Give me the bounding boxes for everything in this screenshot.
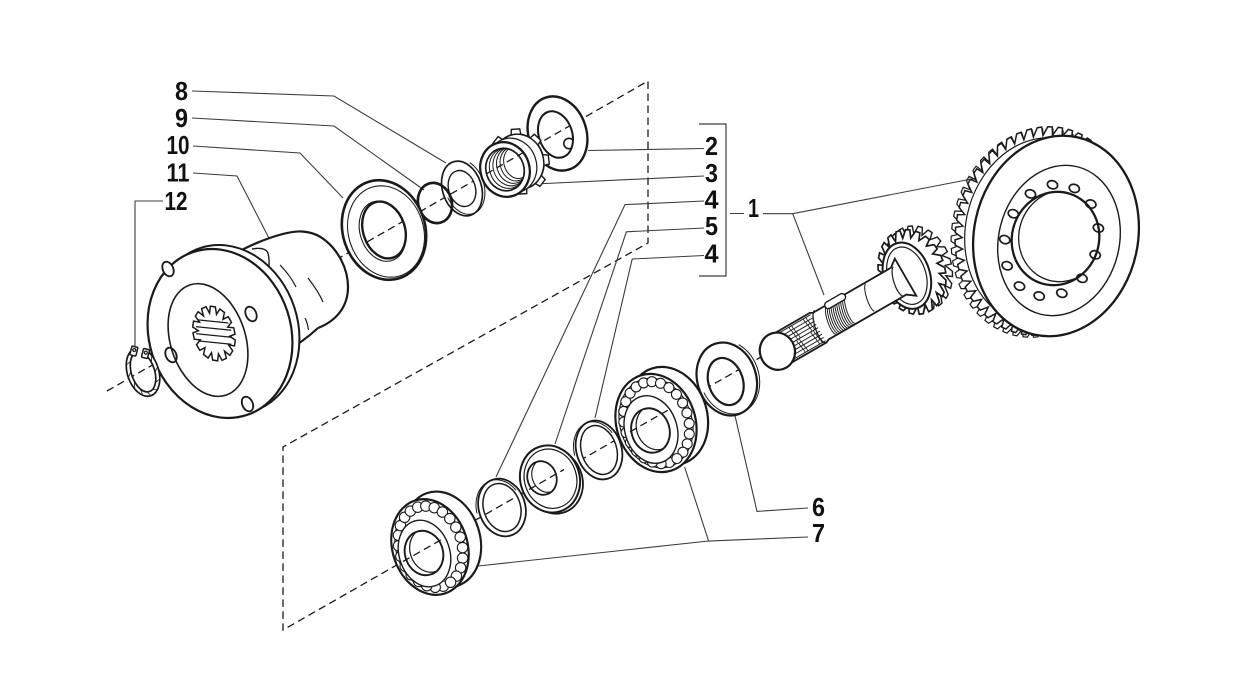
- svg-text:2: 2: [705, 131, 718, 161]
- svg-text:8: 8: [175, 76, 188, 106]
- svg-text:9: 9: [175, 103, 188, 133]
- svg-text:4: 4: [705, 239, 720, 269]
- svg-text:4: 4: [705, 185, 720, 215]
- svg-text:10: 10: [167, 130, 190, 160]
- svg-text:12: 12: [165, 186, 188, 216]
- svg-text:1: 1: [748, 193, 759, 223]
- svg-text:5: 5: [705, 211, 718, 241]
- svg-text:11: 11: [167, 158, 190, 188]
- svg-text:7: 7: [812, 518, 825, 548]
- svg-text:3: 3: [705, 158, 718, 188]
